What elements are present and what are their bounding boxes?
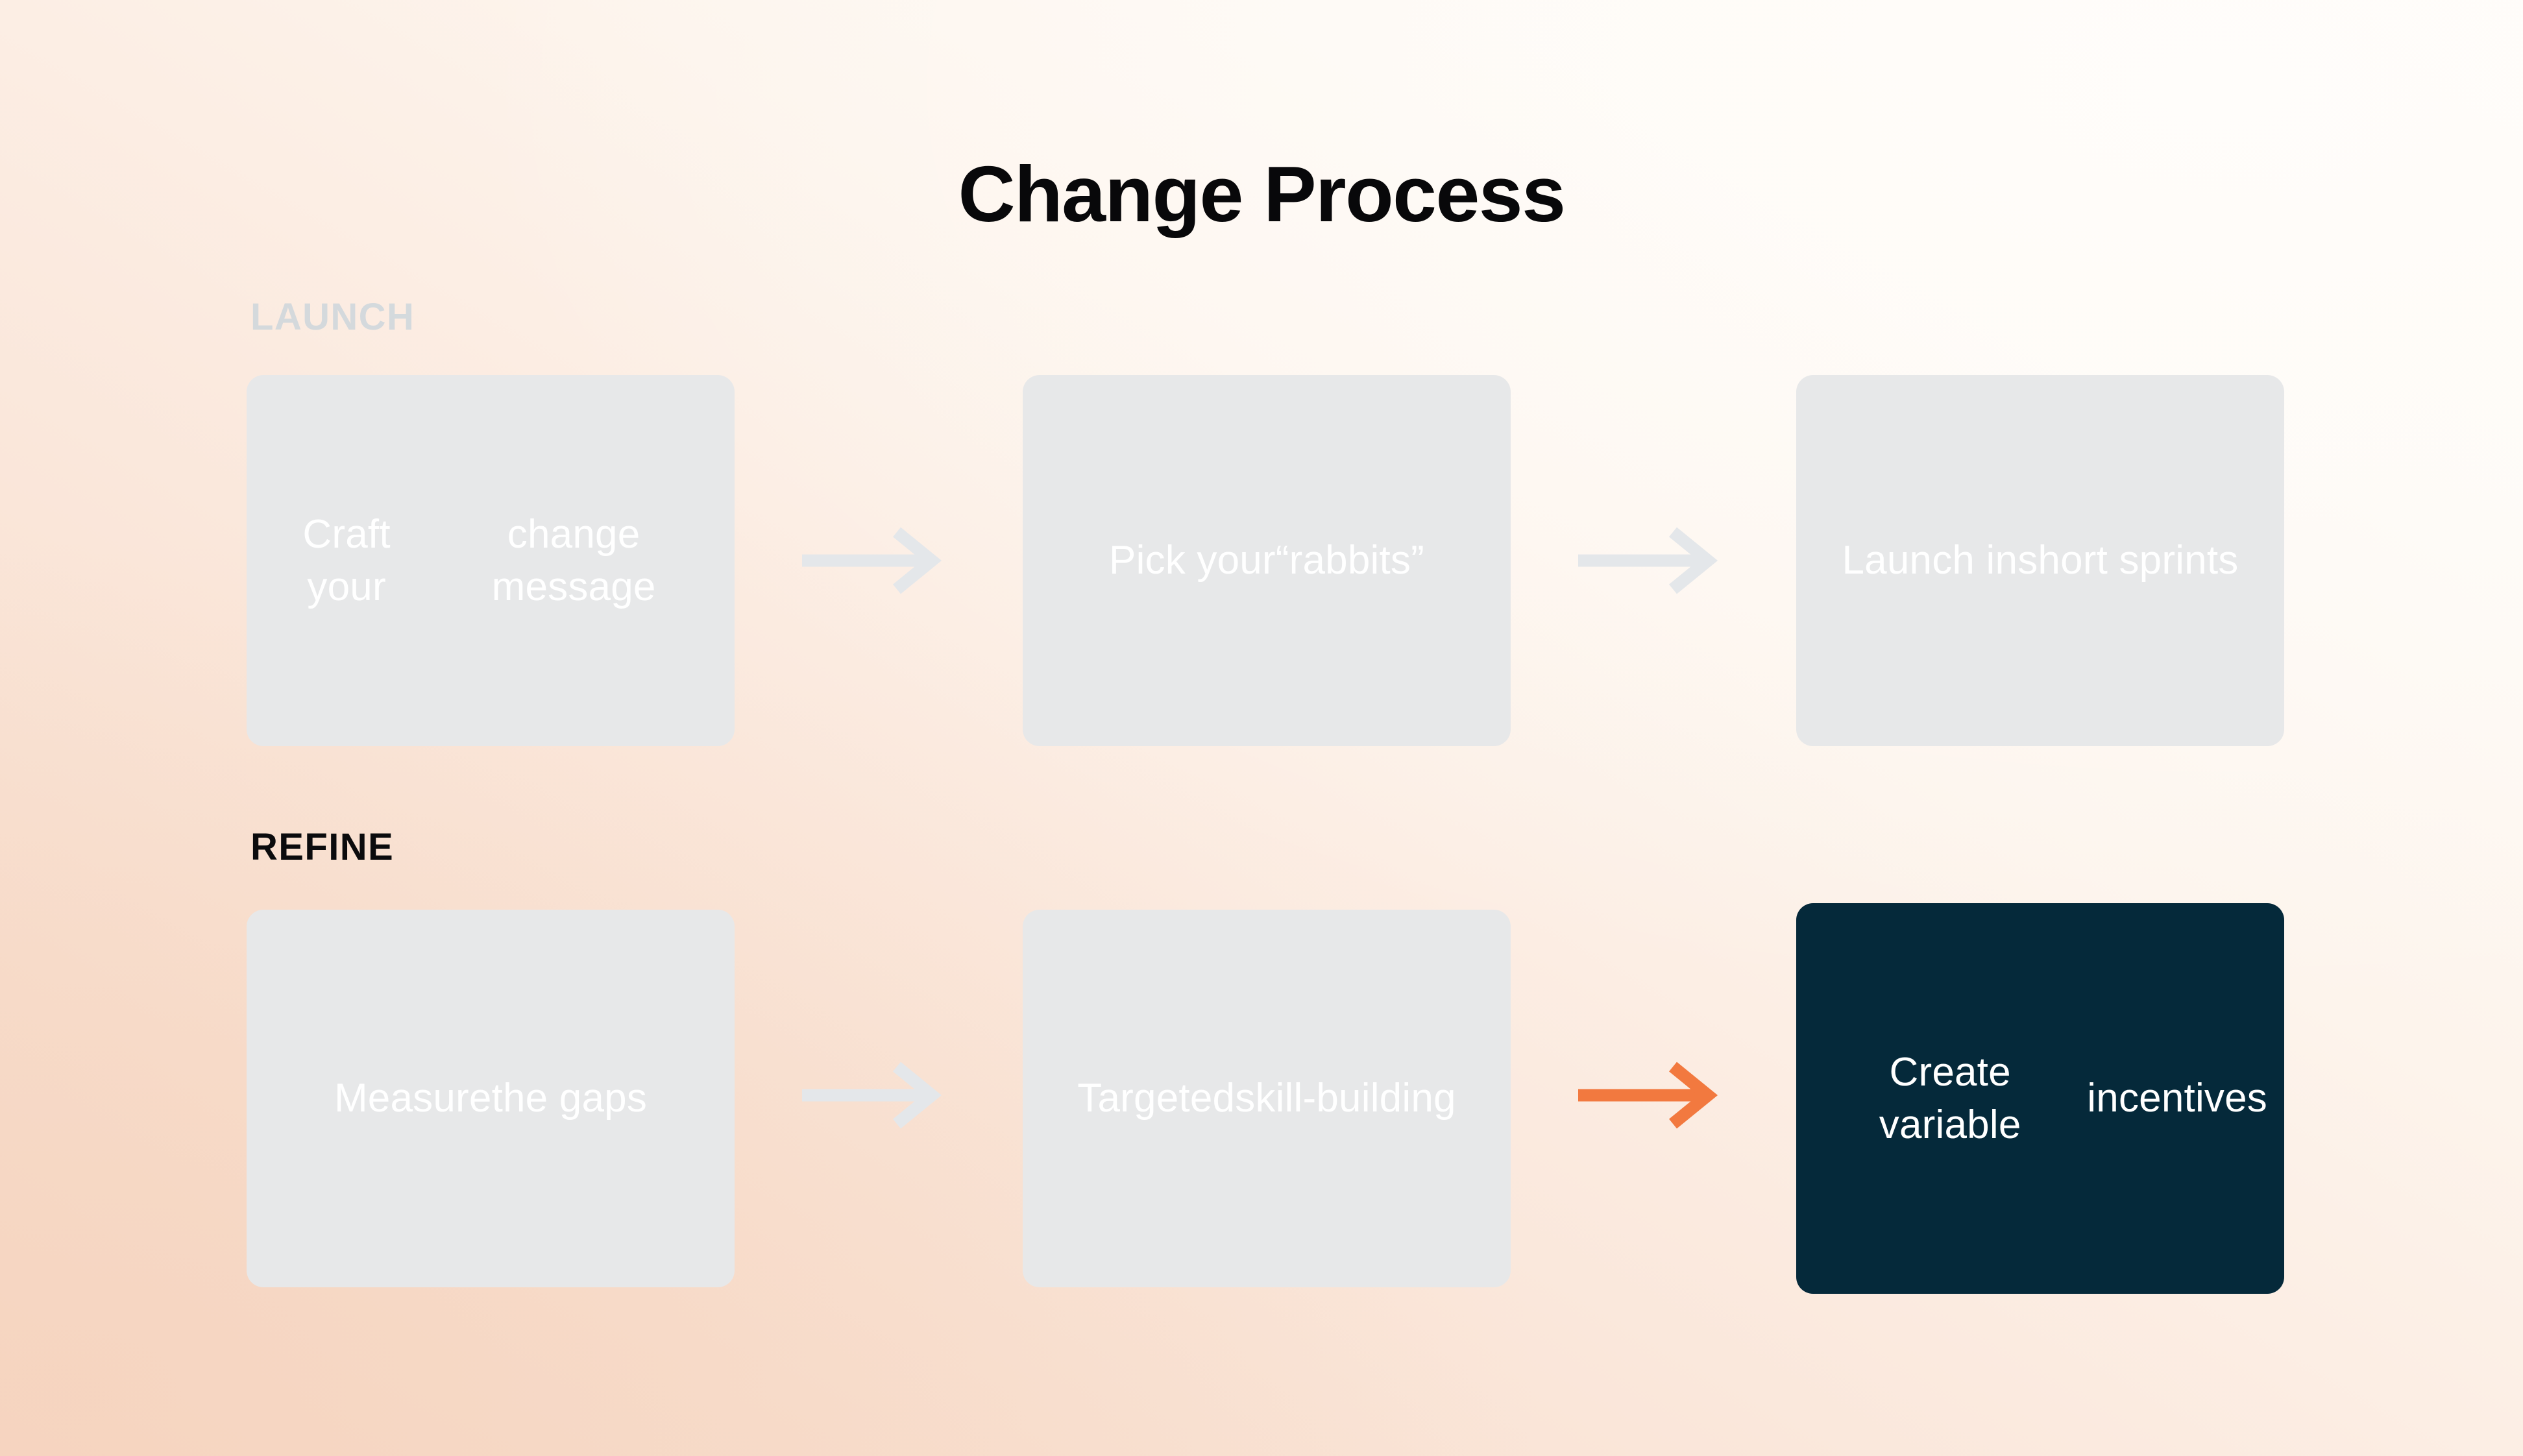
card-line-2: short sprints	[2017, 538, 2239, 583]
arrow-right-icon	[1578, 527, 1718, 594]
card-line-1: Create variable	[1879, 1049, 2021, 1147]
connector-arrow-launch-1	[799, 522, 950, 600]
arrow-right-icon	[802, 1062, 942, 1129]
card-line-1: Pick your	[1109, 538, 1276, 583]
section-label-refine: REFINE	[250, 826, 395, 868]
process-card-launch-in-short-sprints[interactable]: Launch in short sprints	[1796, 375, 2284, 746]
card-line-1: Craft your	[302, 511, 391, 609]
page-title: Change Process	[958, 150, 1566, 238]
process-card-craft-your-change-message[interactable]: Craft your change message	[247, 375, 735, 746]
card-line-1: Launch in	[1842, 538, 2018, 583]
connector-arrow-launch-2	[1576, 522, 1726, 600]
process-card-create-variable-incentives[interactable]: Create variable incentives	[1796, 903, 2284, 1294]
card-line-2: “rabbits”	[1275, 538, 1424, 583]
card-line-2: incentives	[2087, 1076, 2267, 1121]
card-line-2: skill-building	[1235, 1076, 1456, 1121]
card-line-1: Targeted	[1077, 1076, 1236, 1121]
process-card-measure-the-gaps[interactable]: Measure the gaps	[247, 910, 735, 1287]
section-label-launch: LAUNCH	[250, 296, 415, 338]
process-card-pick-your-rabbits[interactable]: Pick your “rabbits”	[1023, 375, 1511, 746]
connector-arrow-refine-2-accent	[1576, 1056, 1726, 1134]
arrow-right-icon	[1578, 1062, 1718, 1129]
card-line-1: Measure	[334, 1076, 492, 1121]
process-card-targeted-skill-building[interactable]: Targeted skill-building	[1023, 910, 1511, 1287]
card-line-2: change message	[491, 511, 656, 609]
card-line-2: the gaps	[491, 1076, 648, 1121]
arrow-right-icon	[802, 527, 942, 594]
connector-arrow-refine-1	[799, 1056, 950, 1134]
